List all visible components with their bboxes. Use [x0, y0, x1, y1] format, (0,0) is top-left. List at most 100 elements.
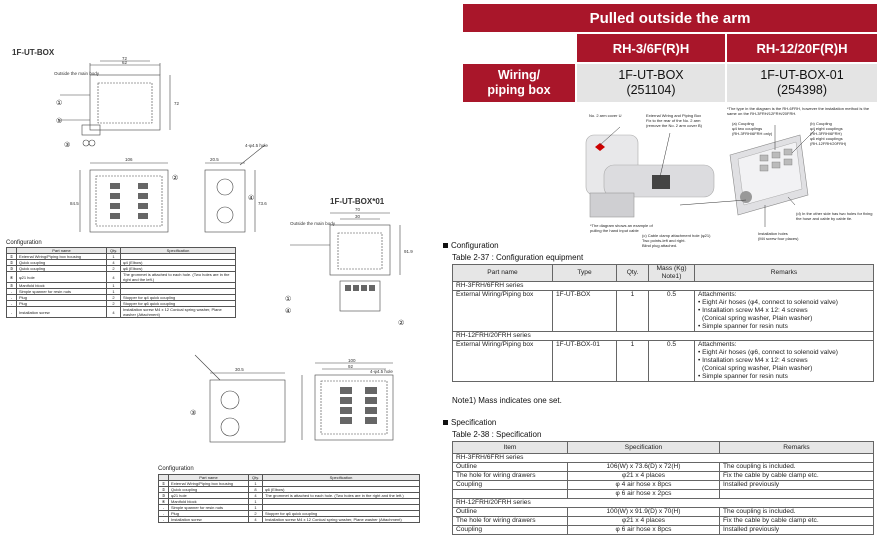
technical-drawing-1: 72 62 106 84.5 20.5 72 73.6 4-φ4.5 hole … [54, 56, 268, 233]
callout-2: ② [398, 319, 404, 327]
callout-3: ③ [64, 141, 70, 149]
header-cell: Specification [567, 441, 720, 454]
dim-label: 84.5 [70, 201, 79, 206]
cell: 4 [106, 271, 121, 283]
col-header-rh3-6: RH-3/6F(R)H [577, 34, 725, 62]
cell: Installation screw [168, 516, 249, 523]
dim-label: 4-φ4.5 hole [245, 143, 268, 148]
callout-5: ⑤ [56, 117, 62, 125]
dim-label: 91.9 [404, 249, 413, 254]
table-row: External Wiring/Piping box 1F-UT-BOX 1 0… [452, 290, 874, 332]
table-row: φ 6 air hose x 2pcs [452, 489, 874, 499]
cell: 1F-UT-BOX-01 [552, 340, 617, 382]
cell: 1F-UT-BOX [552, 290, 617, 332]
header-cell: Part name [452, 264, 553, 282]
dim-label: Outside the main body [54, 71, 100, 76]
photo-label-diagram-note: *The diagram shows an example of pulling… [590, 223, 653, 233]
remarks-cell: Attachments: • Eight Air hoses (φ6, conn… [694, 340, 874, 382]
dim-label: 4-φ4.5 hole [370, 369, 393, 374]
cell: 4 [106, 306, 121, 318]
header-cell: Mass (Kg) Note1) [648, 264, 695, 282]
photo-label-arm-cover: No. 2 arm cover U [589, 113, 622, 118]
mass-note: Note1) Mass indicates one set. [452, 396, 562, 405]
cell: External Wiring/Piping box [452, 290, 553, 332]
dim-label: 100 [348, 358, 356, 363]
series-row: RH-12FRH/20FRH series [452, 498, 874, 508]
dim-label: 73.6 [258, 201, 267, 206]
cell: External Wiring/Piping box [452, 340, 553, 382]
table-header-row: Item Specification Remarks [452, 441, 874, 454]
callout-3: ③ [190, 409, 196, 417]
cell: Installation screw [16, 306, 107, 318]
dim-label: 92 [348, 364, 354, 369]
installation-photo: *The type in the diagram is the RH-6FRH,… [560, 105, 880, 248]
cell: The grommet is attached to each hole. (T… [262, 492, 420, 499]
photo-label-ext-box: External Wiring and Piping Box Fix to th… [646, 113, 703, 128]
table-header-row: Part name Type Qty. Mass (Kg) Note1) Rem… [452, 264, 874, 282]
robot-illustration [585, 125, 816, 227]
callout-2: ② [172, 174, 178, 182]
specification-caption: Table 2-38 : Specification [452, 430, 542, 439]
dim-label: 20.5 [210, 157, 219, 162]
bullet-square-icon [443, 243, 448, 249]
cell: - [6, 306, 17, 318]
box-outline [89, 74, 161, 131]
row-header-wiring-box: Wiring/ piping box [463, 64, 575, 102]
photo-label-tie-holes: (d) In the other side has two holes for … [796, 211, 873, 221]
header-cell: Remarks [719, 441, 874, 454]
drawing-title-2: 1F-UT-BOX*01 [330, 197, 385, 206]
header-cell: Qty. [616, 264, 649, 282]
cell: ④ [6, 271, 17, 283]
configuration-caption: Table 2-37 : Configuration equipment [452, 253, 584, 262]
callout-1: ① [56, 99, 62, 107]
photo-label-cable-clamp: (c) Cable clamp attachment hole (φ21) Tw… [642, 233, 711, 248]
dim-label: Outside the main body [290, 221, 336, 226]
cell-1f-ut-box-01: 1F-UT-BOX-01 (254398) [727, 64, 877, 102]
series-label: RH-12FRH/20FRH series [452, 331, 874, 341]
cell: - [158, 516, 169, 523]
dim-label: 70 [355, 207, 361, 212]
corner-cell [463, 34, 575, 62]
dim-label: 30 [355, 214, 361, 219]
callout-1: ① [285, 295, 291, 303]
series-label: RH-3FRH/6FRH series [452, 281, 874, 291]
remarks-cell: Attachments: • Eight Air hoses (φ4, conn… [694, 290, 874, 332]
cell: φ21 hole [16, 271, 107, 283]
cell: Installation screw M4 x 12 Conical sprin… [120, 306, 236, 318]
box-model-table: RH-3/6F(R)H RH-12/20F(R)H Wiring/ piping… [463, 34, 877, 102]
configuration-table: Part name Type Qty. Mass (Kg) Note1) Rem… [452, 264, 874, 382]
config-label-1: Configuration [6, 240, 42, 246]
config-label-2: Configuration [158, 466, 194, 472]
col-header-rh12-20: RH-12/20F(R)H [727, 34, 877, 62]
series-row: RH-3FRH/6FRH series [452, 281, 874, 291]
header-cell: Item [452, 441, 568, 454]
cell-1f-ut-box: 1F-UT-BOX (251104) [577, 64, 725, 102]
drawing-title-1: 1F-UT-BOX [12, 48, 55, 57]
callout-4: ④ [285, 307, 291, 315]
photo-label-coupling-b: (b) Coupling φ4 eight couplings (RH-3FRH… [810, 121, 847, 146]
header-cell: Type [552, 264, 617, 282]
dim-label: 30.5 [235, 367, 244, 372]
series-row: RH-3FRH/6FRH series [452, 453, 874, 463]
cell: 1 [616, 290, 649, 332]
dim-label: 62 [122, 60, 128, 65]
cell: Installation screw M4 x 12 Conical sprin… [262, 516, 420, 523]
configuration-heading: Configuration [443, 241, 499, 250]
specification-table: Item Specification Remarks RH-3FRH/6FRH … [452, 441, 874, 535]
dim-label: 72 [174, 101, 180, 106]
dim-label: 72 [122, 56, 128, 61]
cell: 0.5 [648, 340, 695, 382]
cell: 1 [616, 340, 649, 382]
photo-label-install-holes: Installation holes (M4 screw four places… [758, 231, 799, 241]
series-row: RH-12FRH/20FRH series [452, 331, 874, 341]
cell: 0.5 [648, 290, 695, 332]
pulled-outside-header: Pulled outside the arm [463, 4, 877, 32]
header-cell: Remarks [694, 264, 874, 282]
